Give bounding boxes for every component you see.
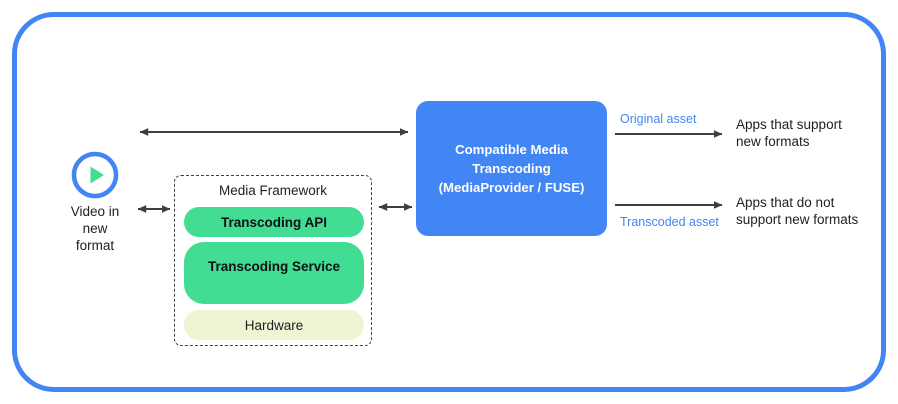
cmt-line2: Transcoding	[472, 161, 551, 176]
compatible-media-transcoding-box: Compatible Media Transcoding (MediaProvi…	[416, 101, 607, 236]
video-caption-line2: new	[82, 221, 108, 236]
apps-support-line1: Apps that support	[736, 117, 842, 132]
cmt-line1: Compatible Media	[455, 142, 568, 157]
original-asset-label: Original asset	[620, 112, 697, 126]
media-framework-container: Media Framework Transcoding API Transcod…	[174, 175, 372, 346]
transcoding-api-box: Transcoding API	[184, 207, 364, 237]
video-caption-line3: format	[75, 238, 115, 253]
apps-nosupport-line2: support new formats	[736, 212, 859, 227]
transcoded-asset-label: Transcoded asset	[620, 215, 719, 229]
media-framework-title: Media Framework	[218, 183, 328, 198]
play-circle-icon	[70, 150, 120, 200]
apps-nosupport-text: Apps that do not support new formats	[736, 194, 858, 228]
apps-nosupport-line1: Apps that do not	[736, 195, 835, 210]
cmt-line3: (MediaProvider / FUSE)	[438, 180, 585, 195]
apps-support-line2: new formats	[736, 134, 810, 149]
video-caption: Video in new format	[46, 203, 144, 254]
transcoding-service-box: Transcoding Service	[184, 242, 364, 304]
hardware-box: Hardware	[184, 310, 364, 340]
apps-support-text: Apps that support new formats	[736, 116, 842, 150]
video-caption-line1: Video in	[70, 204, 120, 219]
